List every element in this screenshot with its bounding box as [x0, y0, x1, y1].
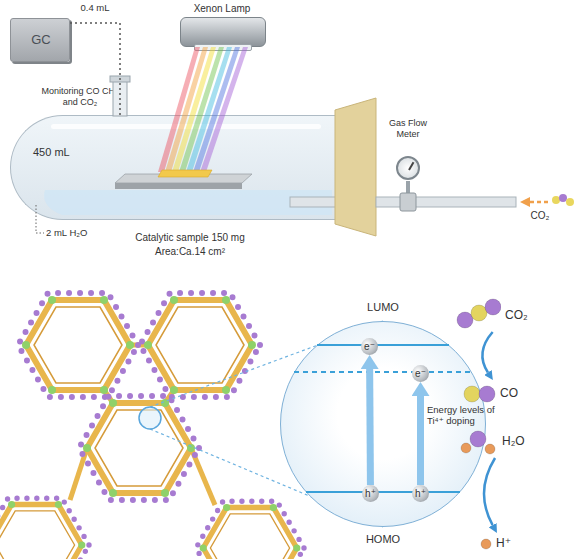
atom [464, 386, 480, 402]
electron: e⁻ [412, 365, 429, 382]
gas-pipe [376, 197, 516, 207]
node-text: 450 mL [33, 146, 93, 159]
lamp-body [180, 17, 266, 47]
xenon-lamp: Xenon Lamp [172, 0, 272, 54]
atom [481, 539, 491, 549]
glass-highlight [51, 124, 321, 129]
atom [461, 443, 471, 453]
reaction-arrow [482, 332, 492, 372]
molecule-balls [458, 424, 504, 458]
energy-level-line [294, 371, 472, 373]
gas-flow-meter: Gas Flow Meter [375, 116, 441, 182]
valve [400, 193, 416, 211]
water [44, 190, 332, 215]
gc-instrument: GC [10, 18, 70, 62]
mof-framework [0, 293, 304, 559]
water-volume: 2 mL H₂O [46, 227, 126, 238]
molecule-balls [455, 298, 501, 332]
node-text: e⁻ [412, 366, 429, 381]
electron: e⁻ [361, 338, 378, 355]
atom [457, 312, 473, 328]
h2o-molecule: H₂O [458, 424, 553, 458]
sampling-line [70, 23, 120, 115]
energy-level-circle: Energy levels of Ti⁴⁺ dopinge⁻e⁻h⁺h⁺ [280, 321, 486, 527]
meter-stem [406, 181, 410, 197]
gauge-needle [408, 162, 414, 171]
gas-inflow-label: CO₂ [518, 210, 562, 222]
sample-holder [115, 170, 252, 189]
node-text: Gas Flow Meter [385, 118, 431, 140]
homo-label: HOMO [353, 533, 413, 546]
sample-mass: Catalytic sample 150 mg [110, 232, 270, 244]
energy-level-line [317, 344, 449, 346]
sampling-port [110, 76, 130, 116]
node-text: H⁺ [496, 536, 526, 550]
atom [479, 386, 495, 402]
light-rays [158, 47, 248, 172]
excitation-arrow [366, 369, 374, 485]
co2-inflow [520, 194, 574, 207]
co-molecule: CO [462, 380, 542, 408]
node-text: h⁺ [412, 486, 429, 501]
lumo-label: LUMO [353, 301, 413, 314]
proton: H⁺ [478, 533, 528, 555]
node-text: CO₂ [505, 308, 555, 322]
energy-level-line [306, 491, 460, 493]
volume-label: 0.4 mL [70, 2, 120, 13]
monitoring-note: Monitoring CO CH₄ and CO₂ [40, 86, 120, 108]
excitation-arrow [417, 396, 424, 485]
node-text: h⁺ [362, 486, 379, 501]
node-text: Energy levels of Ti⁴⁺ doping [427, 404, 499, 427]
gauge-dial [396, 156, 420, 180]
co2-molecule: CO₂ [455, 298, 560, 332]
lamp-window [194, 44, 252, 51]
node-text: CO [500, 386, 540, 400]
node-text: e⁻ [361, 339, 378, 354]
reaction-arrow [484, 458, 495, 525]
inner-pipe [290, 197, 338, 207]
atom [470, 431, 486, 447]
sample-area: Area:Ca.14 cm² [110, 246, 270, 258]
leader-line [36, 205, 44, 233]
reactor-tube: 450 mL [10, 115, 338, 220]
atom [485, 444, 495, 454]
hole: h⁺ [412, 485, 429, 502]
node-text: H₂O [502, 434, 550, 448]
node-text: Xenon Lamp [172, 3, 272, 15]
node-text: GC [11, 32, 71, 48]
stopper [335, 98, 376, 236]
hole: h⁺ [362, 485, 379, 502]
atom [485, 299, 501, 315]
